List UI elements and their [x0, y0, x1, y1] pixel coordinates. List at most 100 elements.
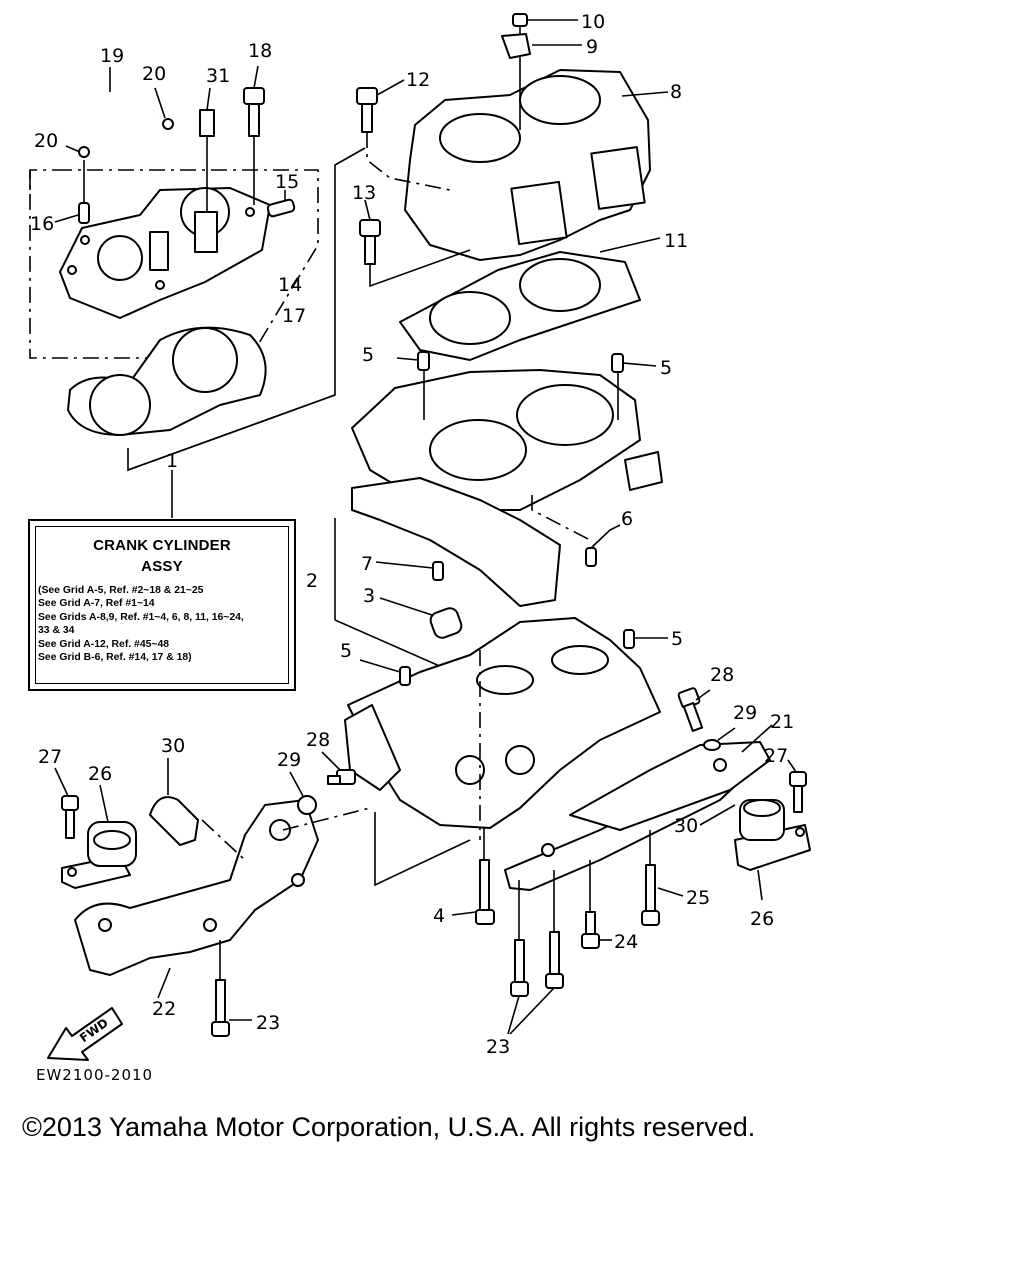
clip-part-20	[65, 87, 174, 158]
bolt-part-23	[509, 870, 564, 1035]
callout-5-upper-left: 5	[362, 344, 374, 366]
bolt-part-27	[54, 767, 79, 839]
callout-25: 25	[686, 887, 710, 909]
callout-5-upper-right: 5	[660, 357, 672, 379]
info-box-references: (See Grid A-5, Ref. #2~18 & 21~25 See Gr…	[38, 584, 288, 664]
mount-plate-part-21	[504, 724, 773, 891]
crank-cylinder-info-box: CRANK CYLINDER ASSY (See Grid A-5, Ref. …	[28, 519, 296, 691]
callout-30-right: 30	[674, 815, 698, 837]
callout-7: 7	[361, 553, 373, 575]
head-gasket-part-17	[67, 326, 267, 436]
callout-19: 19	[100, 45, 124, 67]
callout-20-left: 20	[34, 130, 58, 152]
dowel-part-7	[375, 561, 444, 581]
callout-5-lower-right: 5	[671, 628, 683, 650]
callout-3: 3	[363, 585, 375, 607]
callout-11: 11	[664, 230, 688, 252]
callout-27-left: 27	[38, 746, 62, 768]
cylinder-gasket-part-11	[399, 237, 661, 361]
callout-26-right: 26	[750, 908, 774, 930]
dowel-part-6	[531, 495, 621, 567]
info-box-title-line1: CRANK CYLINDER	[93, 537, 231, 554]
callout-5-lower-left: 5	[340, 640, 352, 662]
bolt-part-24	[581, 860, 612, 949]
callout-15: 15	[275, 171, 299, 193]
callout-2: 2	[306, 570, 318, 592]
lower-crankcase	[344, 617, 661, 829]
dowel-part-5	[611, 353, 657, 420]
hose-part-19	[82, 67, 160, 150]
callout-23-left: 23	[256, 1012, 280, 1034]
callout-17: 17	[282, 305, 306, 327]
head-cover-part-14	[59, 187, 271, 319]
info-box-title-line2: ASSY	[141, 558, 183, 575]
callout-29-left: 29	[277, 749, 301, 771]
callout-16: 16	[30, 213, 54, 235]
copyright-notice: ©2013 Yamaha Motor Corporation, U.S.A. A…	[22, 1112, 756, 1142]
rubber-mount-part-26	[61, 784, 137, 889]
callout-labels: 10 9 8 12 13 11 19 18 20 31 20 15 16 14 …	[30, 11, 794, 1058]
bolt-part-18	[243, 65, 265, 205]
callout-23-bottom: 23	[486, 1036, 510, 1058]
bolt-part-13	[359, 199, 471, 288]
diagram-code: EW2100-2010	[36, 1066, 154, 1084]
info-box-inner-border	[35, 526, 289, 684]
pin-part-16	[54, 160, 90, 224]
callout-21: 21	[770, 711, 794, 733]
callout-4: 4	[433, 905, 445, 927]
bolt-part-4	[451, 828, 495, 925]
bolt-part-28	[677, 687, 711, 732]
info-box-line: See Grid B-6, Ref. #14, 17 & 18)	[38, 652, 192, 664]
assembly-1-bracket	[127, 147, 366, 518]
callout-18: 18	[248, 40, 272, 62]
callout-12: 12	[406, 69, 430, 91]
callout-22: 22	[152, 998, 176, 1020]
bearing-part-3	[379, 597, 463, 639]
info-box-line: See Grids A-8,9, Ref. #1~4, 6, 8, 11, 16…	[38, 611, 244, 623]
fitting-part-31	[199, 87, 215, 212]
spacer-part-30	[149, 758, 199, 846]
forward-arrow-icon: FWD	[47, 1007, 123, 1061]
bracket-part-9	[501, 33, 582, 59]
bolt-part-23	[507, 880, 529, 1035]
callout-30-left: 30	[161, 735, 185, 757]
callout-28-left: 28	[306, 729, 330, 751]
callout-28-right: 28	[710, 664, 734, 686]
info-box-line: See Grid A-7, Ref #1~14	[38, 598, 155, 610]
dowel-part-5	[359, 659, 411, 686]
callout-6: 6	[621, 508, 633, 530]
callout-8: 8	[670, 81, 682, 103]
cylinder-part-8	[404, 69, 651, 261]
bolt-part-23	[211, 940, 252, 1037]
leader-8	[621, 91, 669, 97]
callout-29-right: 29	[733, 702, 757, 724]
rubber-mount-part-26	[734, 799, 811, 901]
callout-1: 1	[166, 450, 178, 472]
pin-part-15	[266, 190, 296, 218]
upper-crankcase-part-2	[334, 369, 663, 676]
callout-24: 24	[614, 931, 638, 953]
washer-part-29	[703, 727, 736, 751]
dowel-part-5	[396, 351, 430, 420]
callout-10: 10	[581, 11, 605, 33]
callout-31: 31	[206, 65, 230, 87]
info-box-line: (See Grid A-5, Ref. #2~18 & 21~25	[38, 585, 204, 596]
spacer-part-30	[699, 804, 736, 826]
callout-26-left: 26	[88, 763, 112, 785]
bolt-part-25	[641, 830, 684, 926]
bolt-part-12	[356, 79, 451, 191]
callout-20-top: 20	[142, 63, 166, 85]
info-box-line: See Grid A-12, Ref. #45~48	[38, 638, 170, 650]
mount-connection-lines	[201, 650, 481, 887]
mount-bracket-part-22	[74, 799, 319, 999]
callout-9: 9	[586, 36, 598, 58]
bolt-part-27	[787, 759, 807, 813]
callout-13: 13	[352, 182, 376, 204]
callout-14: 14	[278, 274, 302, 296]
dowel-part-5	[623, 629, 668, 649]
callout-27-right: 27	[764, 745, 788, 767]
washer-part-29	[289, 771, 317, 815]
info-box-line: 33 & 34	[38, 625, 75, 637]
bolt-part-28	[321, 751, 356, 785]
